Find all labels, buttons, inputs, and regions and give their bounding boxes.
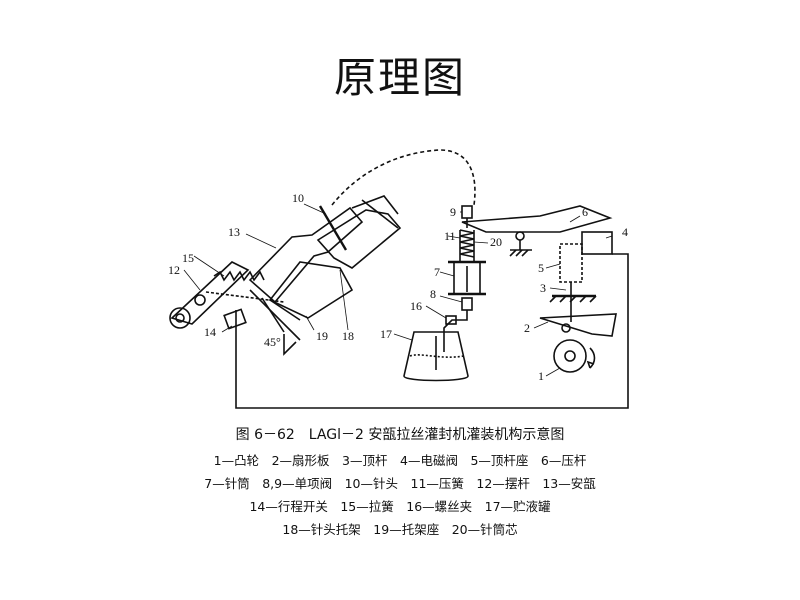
right-mechanism [539,231,617,373]
part-label-9: 9 [450,205,456,219]
part-label-2: 2 [524,321,530,335]
slide-title: 原理图 [333,53,466,102]
part-label-5: 5 [538,261,544,275]
rod-seat-5 [559,243,583,283]
frame-line [235,253,629,409]
part-number-labels: 10 13 15 12 14 45° 19 18 9 11 20 7 8 16 … [168,191,628,383]
part-label-19: 19 [316,329,328,343]
part-label-17: 17 [380,327,392,341]
spring-11 [459,229,475,258]
angle-marker [283,334,297,356]
needle-bracket-18 [316,209,402,269]
pump-assembly [443,205,613,352]
legend-line: 7—针筒 8,9—单项阀 10—针头 11—压簧 12—摆杆 13—安瓿 [204,476,596,491]
part-label-12: 12 [168,263,180,277]
sector-plate-2 [539,313,617,337]
pressure-lever-6 [461,205,613,233]
screw-clamp-16 [445,315,457,325]
part-label-1: 1 [538,369,544,383]
leader-lines [183,203,613,377]
swing-arm-12 [170,261,250,325]
part-label-8: 8 [430,287,436,301]
part-label-13: 13 [228,225,240,239]
bracket-base-19 [268,261,354,319]
legend-line: 18—针头托架 19—托架座 20—针筒芯 [282,522,518,537]
part-label-11: 11 [444,229,456,243]
spring-15 [213,270,265,282]
valve-9 [461,205,473,219]
storage-tank-17 [403,331,469,382]
part-label-7: 7 [434,265,440,279]
part-label-6: 6 [582,205,588,219]
ampoule-13 [248,206,364,304]
valve-8 [461,297,473,311]
angle-label: 45° [264,335,281,349]
dashed-tube [331,149,476,206]
roller-12 [169,307,191,329]
legend-line: 14—行程开关 15—拉簧 16—螺丝夹 17—贮液罐 [249,499,551,514]
tilted-assembly [169,195,402,356]
tube-16 [443,310,468,352]
part-label-4: 4 [622,225,628,239]
part-label-18: 18 [342,329,354,343]
part-label-14: 14 [204,325,216,339]
legend-line: 1—凸轮 2—扇形板 3—顶杆 4—电磁阀 5—顶杆座 6—压杆 [213,453,587,468]
part-label-10: 10 [292,191,304,205]
cam-1 [553,339,587,373]
part-label-3: 3 [540,281,546,295]
part-label-16: 16 [410,299,422,313]
part-label-15: 15 [182,251,194,265]
figure-caption: 图 6－62 LAGl－2 安瓿拉丝灌封机灌装机构示意图 [235,427,565,443]
part-label-20: 20 [490,235,502,249]
travel-switch-14 [223,308,247,330]
solenoid-valve-4 [581,231,613,255]
